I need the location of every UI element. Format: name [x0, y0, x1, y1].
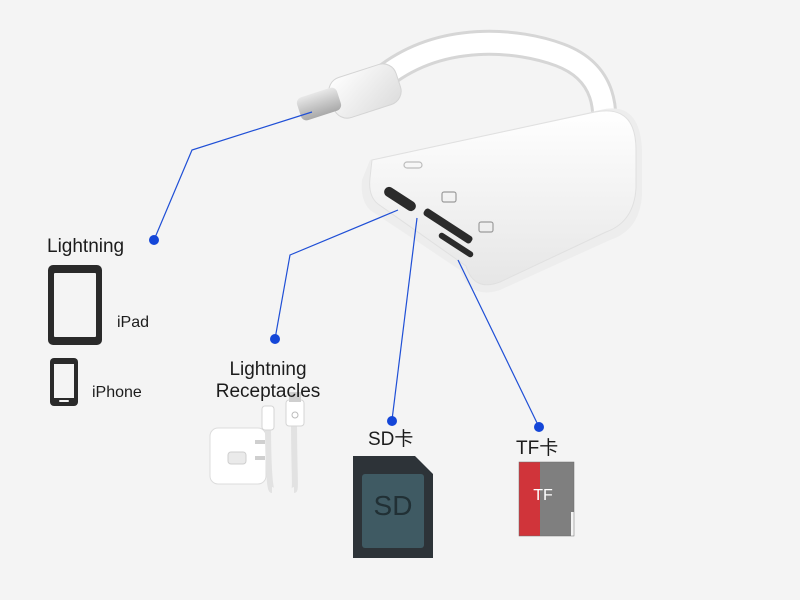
ipad-label: iPad — [117, 314, 150, 331]
sd-card-text: SD — [373, 490, 413, 521]
pointer-line-lightning — [153, 111, 313, 241]
tf-card-icon — [518, 461, 575, 537]
pointer-lines — [153, 111, 540, 428]
receptacles-label-line2: Receptacles — [215, 381, 321, 402]
pointer-line-tf — [457, 259, 540, 428]
receptacles-label-line1: Lightning — [229, 359, 307, 380]
tf-card-text: TF — [533, 487, 553, 504]
cable-icon — [261, 392, 305, 493]
dot-tf — [534, 422, 544, 432]
dot-lightning — [149, 235, 159, 245]
pointer-line-receptacles — [274, 209, 399, 340]
lightning-label: Lightning — [47, 236, 125, 257]
tf-slot — [438, 232, 474, 258]
sd-card-icon — [353, 456, 433, 558]
ipad-icon — [48, 265, 102, 345]
sd-label: SD卡 — [368, 429, 414, 450]
sd-slot — [423, 208, 473, 244]
charger-icon — [209, 427, 267, 485]
receptacles-label: Lightning Receptacles — [206, 359, 330, 403]
dot-sd — [387, 416, 397, 426]
lightning-port — [384, 186, 416, 212]
iphone-label: iPhone — [92, 384, 142, 401]
dot-receptacles — [270, 334, 280, 344]
lightning-connector — [296, 63, 402, 121]
pointer-line-sd — [391, 217, 418, 421]
pointer-dots — [149, 235, 544, 432]
iphone-icon — [50, 358, 78, 406]
tf-label: TF卡 — [516, 438, 559, 459]
adapter-body — [361, 108, 642, 293]
